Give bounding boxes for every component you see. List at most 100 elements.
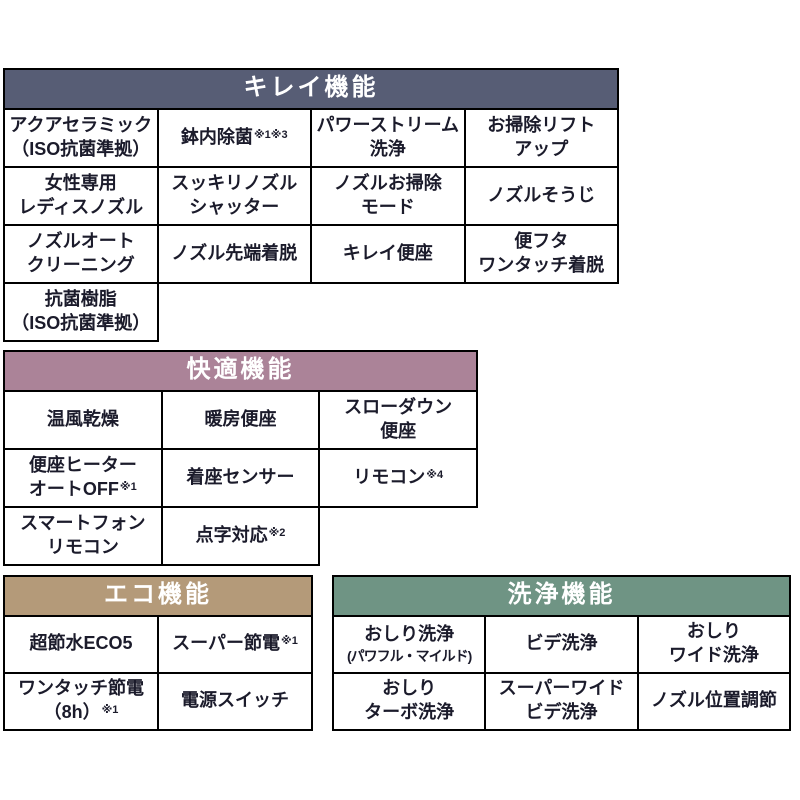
feature-label: キレイ便座 [342, 242, 433, 263]
feature-cell: 着座センサー [160, 447, 321, 508]
feature-label: おしり [686, 621, 741, 642]
feature-label: おしり [382, 678, 437, 699]
table-row: おしりターボ洗浄スーパーワイドビデ洗浄ノズル位置調節 [331, 671, 792, 731]
feature-label: スローダウン [344, 396, 453, 417]
feature-cell: おしりワイド洗浄 [636, 614, 792, 674]
feature-label: スーパーワイド [498, 678, 625, 699]
feature-cell: 便座ヒーターオートOFF※1 [3, 447, 163, 508]
feature-label: ノズル位置調節 [650, 690, 777, 711]
feature-label: リモコン※4 [353, 466, 444, 487]
feature-cell: ノズルそうじ [463, 165, 619, 226]
feature-cell: ワンタッチ節電 （8h）※1 [3, 671, 159, 731]
feature-label: アクアセラミック [9, 114, 153, 135]
feature-cell: スッキリノズルシャッター [156, 165, 312, 226]
feature-cell: 温風乾燥 [3, 389, 163, 450]
table-row: おしり洗浄 (パワフル・マイルド) ビデ洗浄 おしりワイド洗浄 [331, 614, 792, 674]
feature-label: 暖房便座 [204, 408, 277, 429]
feature-cell: スーパー節電※1 [157, 614, 313, 674]
feature-cell: お掃除リフトアップ [463, 107, 619, 168]
table-row: ノズルオートクリーニングノズル先端着脱キレイ便座便フタワンタッチ着脱 [3, 223, 619, 284]
table-row: 便座ヒーターオートOFF※1 着座センサー リモコン※4 [3, 447, 478, 508]
table-comfort-features: 快適機能温風乾燥 暖房便座 スローダウン便座便座ヒーターオートOFF※1 着座センサー… [3, 350, 478, 566]
feature-label: （8h）※1 [43, 702, 119, 723]
feature-label: パワーストリーム [316, 114, 460, 135]
feature-cell: 女性専用レディスノズル [3, 165, 159, 226]
feature-label: ノズルお掃除 [333, 172, 442, 193]
feature-label: ターボ洗浄 [364, 702, 455, 723]
feature-cell: 暖房便座 [160, 389, 321, 450]
footnote-marker: ※2 [268, 526, 286, 539]
feature-cell: ノズル先端着脱 [156, 223, 312, 284]
feature-label: ワイド洗浄 [668, 645, 759, 666]
feature-label: （ISO抗菌準拠） [11, 312, 151, 333]
feature-cell: 便フタワンタッチ着脱 [463, 223, 619, 284]
feature-label: 点字対応※2 [195, 524, 286, 545]
feature-cell: ノズル位置調節 [636, 671, 792, 731]
feature-cell: ビデ洗浄 [484, 614, 639, 674]
feature-label: スマートフォン [20, 512, 146, 533]
feature-label: 便座 [380, 420, 417, 441]
feature-label: 着座センサー [186, 466, 295, 487]
feature-label: レディスノズル [18, 196, 144, 217]
feature-cell: 点字対応※2 [160, 505, 321, 566]
table-title: エコ機能 [3, 575, 313, 617]
feature-label: スッキリノズル [171, 172, 298, 193]
feature-label: モード [360, 196, 415, 217]
footnote-marker: ※1※3 [253, 128, 288, 141]
feature-label: クリーニング [26, 254, 135, 275]
table-title: キレイ機能 [3, 68, 619, 110]
feature-cell: おしりターボ洗浄 [331, 671, 487, 731]
table-title: 洗浄機能 [332, 575, 791, 617]
feature-label: 女性専用 [44, 172, 117, 193]
feature-cell: ノズルお掃除モード [310, 165, 466, 226]
feature-label: ビデ洗浄 [525, 633, 598, 654]
feature-cell: キレイ便座 [310, 223, 466, 284]
feature-label: 電源スイッチ [181, 690, 289, 711]
feature-cell: おしり洗浄 (パワフル・マイルド) [331, 614, 487, 674]
table-row: スマートフォンリモコン 点字対応※2 [3, 505, 477, 566]
footnote-marker: ※4 [426, 468, 444, 481]
feature-label: 温風乾燥 [46, 408, 119, 429]
feature-label: 便フタ [514, 230, 569, 251]
feature-label: ノズルオート [26, 230, 135, 251]
feature-cell: スマートフォンリモコン [3, 505, 163, 566]
table-row: 抗菌樹脂 （ISO抗菌準拠） [3, 281, 618, 342]
feature-cell: 鉢内除菌※1※3 [156, 107, 312, 168]
footnote-marker: ※1 [281, 635, 298, 648]
feature-label: おしり洗浄 [364, 624, 455, 645]
feature-label: ノズル先端着脱 [171, 242, 298, 263]
feature-label: 抗菌樹脂 [44, 288, 117, 309]
feature-label: スーパー節電※1 [172, 633, 298, 654]
feature-label: オートOFF※1 [28, 478, 137, 499]
feature-cell: リモコン※4 [318, 447, 478, 508]
feature-label: お掃除リフト [487, 114, 596, 135]
feature-cell: ノズルオートクリーニング [3, 223, 159, 284]
table-row: 女性専用レディスノズルスッキリノズルシャッターノズルお掃除モードノズルそうじ [3, 165, 619, 226]
table-row: ワンタッチ節電 （8h）※1 電源スイッチ [3, 671, 313, 731]
feature-label: シャッター [189, 196, 280, 217]
table-row: 温風乾燥 暖房便座 スローダウン便座 [3, 389, 478, 450]
table-wash-features: 洗浄機能おしり洗浄(パワフル・マイルド)ビデ洗浄おしりワイド洗浄おしりターボ洗浄… [331, 575, 792, 731]
feature-label: ノズルそうじ [487, 184, 596, 205]
feature-cell: スーパーワイドビデ洗浄 [484, 671, 639, 731]
table-title: 快適機能 [3, 350, 478, 392]
feature-cell: 電源スイッチ [157, 671, 313, 731]
feature-cell: スローダウン便座 [318, 389, 478, 450]
feature-label: （ISO抗菌準拠） [11, 138, 151, 159]
feature-label: 洗浄 [369, 138, 406, 159]
footnote-marker: ※1 [101, 704, 119, 717]
feature-label: 鉢内除菌※1※3 [180, 126, 288, 147]
feature-cell: 抗菌樹脂 （ISO抗菌準拠） [3, 281, 159, 342]
feature-cell: アクアセラミック （ISO抗菌準拠） [3, 107, 159, 168]
feature-label: アップ [514, 138, 569, 159]
footnote-marker: ※1 [119, 480, 137, 493]
table-clean-features: キレイ機能アクアセラミック （ISO抗菌準拠） 鉢内除菌※1※3 パワーストリーム洗浄… [3, 68, 619, 342]
feature-label: (パワフル・マイルド) [347, 647, 472, 664]
feature-label: リモコン [46, 536, 119, 557]
feature-label: ワンタッチ節電 [18, 678, 144, 699]
feature-label: ビデ洗浄 [525, 702, 598, 723]
table-row: アクアセラミック （ISO抗菌準拠） 鉢内除菌※1※3 パワーストリーム洗浄 お掃除リフ… [3, 107, 619, 168]
